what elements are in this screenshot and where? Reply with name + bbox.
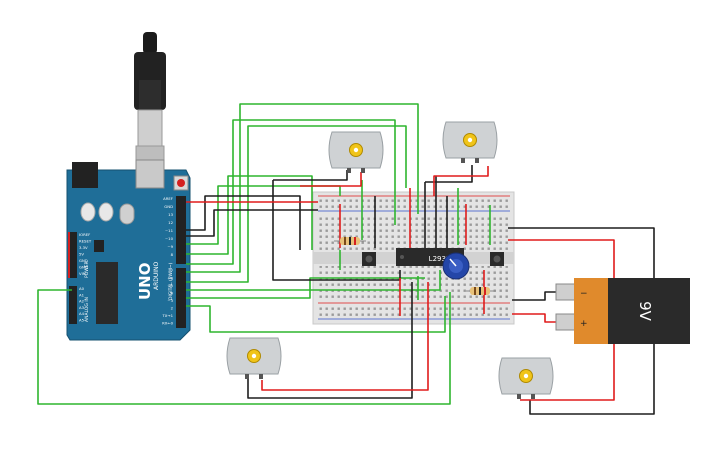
wire-black-10 bbox=[247, 282, 413, 399]
pin-label: A5 bbox=[79, 318, 85, 323]
pin-label: A1 bbox=[79, 292, 85, 297]
wire-black-6 bbox=[425, 165, 473, 183]
wire-black-12 bbox=[512, 291, 563, 301]
pin-label: A4 bbox=[79, 311, 85, 316]
wire-green-1 bbox=[186, 185, 341, 245]
pin-label: RESET bbox=[79, 239, 92, 244]
pin-label: 3.3V bbox=[79, 245, 88, 250]
wire-red-3 bbox=[300, 172, 362, 187]
pin-label: ~11 bbox=[165, 228, 174, 233]
resistor-2[interactable] bbox=[466, 287, 496, 295]
pin-label: 7 bbox=[171, 268, 174, 273]
crystal bbox=[119, 203, 135, 225]
board-brand-label: ARDUINO bbox=[153, 261, 160, 290]
pin-label: GND bbox=[79, 265, 88, 270]
digital-header-bottom bbox=[176, 268, 186, 328]
pin-label: A0 bbox=[79, 286, 85, 291]
pin-label: A3 bbox=[79, 305, 85, 310]
wire-red-5 bbox=[433, 166, 489, 196]
resistor-1[interactable] bbox=[334, 237, 366, 245]
battery-minus-label: − bbox=[580, 289, 588, 299]
pin-label: VIN bbox=[79, 271, 86, 276]
wire-black-4 bbox=[272, 180, 401, 281]
pin-label: 8 bbox=[171, 252, 174, 257]
analog-header bbox=[69, 286, 77, 324]
wire-green-7 bbox=[186, 277, 425, 299]
pin-label: IOREF bbox=[79, 232, 90, 237]
atmega-chip bbox=[96, 262, 118, 324]
pin-label: 13 bbox=[168, 212, 173, 217]
battery-9v[interactable]: − + 9V bbox=[555, 278, 690, 344]
wire-red-7 bbox=[261, 282, 429, 391]
analog-header-label: ANALOG IN bbox=[84, 297, 90, 322]
digital-header-top bbox=[176, 196, 186, 264]
pin-label: 2 bbox=[171, 306, 174, 311]
pin-label: 5V bbox=[79, 252, 84, 257]
pin-label: ~10 bbox=[165, 236, 174, 241]
usb-jack bbox=[135, 159, 165, 189]
bottom-power-rail[interactable] bbox=[318, 305, 510, 318]
motor-bottom-left[interactable] bbox=[226, 337, 282, 379]
wire-green-3 bbox=[186, 119, 396, 265]
pin-label: TX→1 bbox=[161, 313, 173, 318]
power-jack bbox=[72, 162, 98, 188]
pin-label: A2 bbox=[79, 299, 85, 304]
power-header-label: POWER bbox=[84, 261, 90, 278]
pin-label: AREF bbox=[163, 196, 173, 201]
wire-black-11 bbox=[508, 227, 655, 415]
board-model-label: UNO bbox=[136, 263, 154, 301]
motor-bottom-right[interactable] bbox=[498, 357, 554, 399]
pin-label: RX←0 bbox=[162, 321, 173, 326]
push-button-2[interactable] bbox=[490, 252, 504, 266]
pin-labels: AREF GND 13 12 ~11 ~10 ~9 8 7 ~6 ~5 4 ~3 2TX→1RX←0 IOR… bbox=[79, 196, 174, 326]
motor-top-left[interactable] bbox=[328, 131, 384, 173]
pin-label: 12 bbox=[168, 220, 173, 225]
pin-label: ~6 bbox=[167, 276, 173, 281]
wires[interactable] bbox=[37, 103, 655, 415]
dc-motors[interactable] bbox=[226, 121, 554, 399]
power-header bbox=[69, 232, 77, 278]
capacitor-2 bbox=[98, 202, 114, 222]
push-button-1[interactable] bbox=[362, 252, 376, 266]
potentiometer[interactable] bbox=[442, 252, 470, 280]
battery-voltage-label: 9V bbox=[636, 301, 654, 322]
pin-label: ~3 bbox=[167, 298, 173, 303]
arduino-uno-board[interactable]: UNO ARDUINO DIGITAL (PWM~) POWER ANALOG … bbox=[66, 159, 191, 341]
wire-black-1 bbox=[186, 195, 301, 250]
digital-header-label: DIGITAL (PWM~) bbox=[168, 262, 174, 300]
pin-label: ~5 bbox=[167, 283, 173, 288]
wire-green-4 bbox=[186, 103, 419, 273]
reset-button-cap[interactable] bbox=[177, 179, 185, 187]
capacitor-1 bbox=[80, 202, 96, 222]
top-power-rail[interactable] bbox=[318, 197, 510, 210]
icsp-header bbox=[94, 240, 104, 252]
wire-green-6 bbox=[186, 270, 441, 291]
l293d-label: L293D bbox=[429, 255, 452, 263]
wire-green-2 bbox=[186, 175, 313, 255]
wire-black-3 bbox=[273, 170, 348, 181]
pin-label: GND bbox=[164, 204, 173, 209]
wire-green-5 bbox=[186, 125, 407, 283]
wire-green-9 bbox=[37, 289, 451, 405]
pin-label: ~9 bbox=[167, 244, 173, 249]
pin-label: GND bbox=[79, 258, 88, 263]
power-pin-marker bbox=[68, 232, 70, 278]
pin-label: 4 bbox=[171, 291, 174, 296]
wire-black-2 bbox=[186, 209, 318, 237]
wire-green-8 bbox=[186, 296, 446, 333]
battery-plus-label: + bbox=[580, 319, 588, 329]
motor-top-right[interactable] bbox=[442, 121, 498, 163]
wire-red-10 bbox=[512, 313, 563, 323]
